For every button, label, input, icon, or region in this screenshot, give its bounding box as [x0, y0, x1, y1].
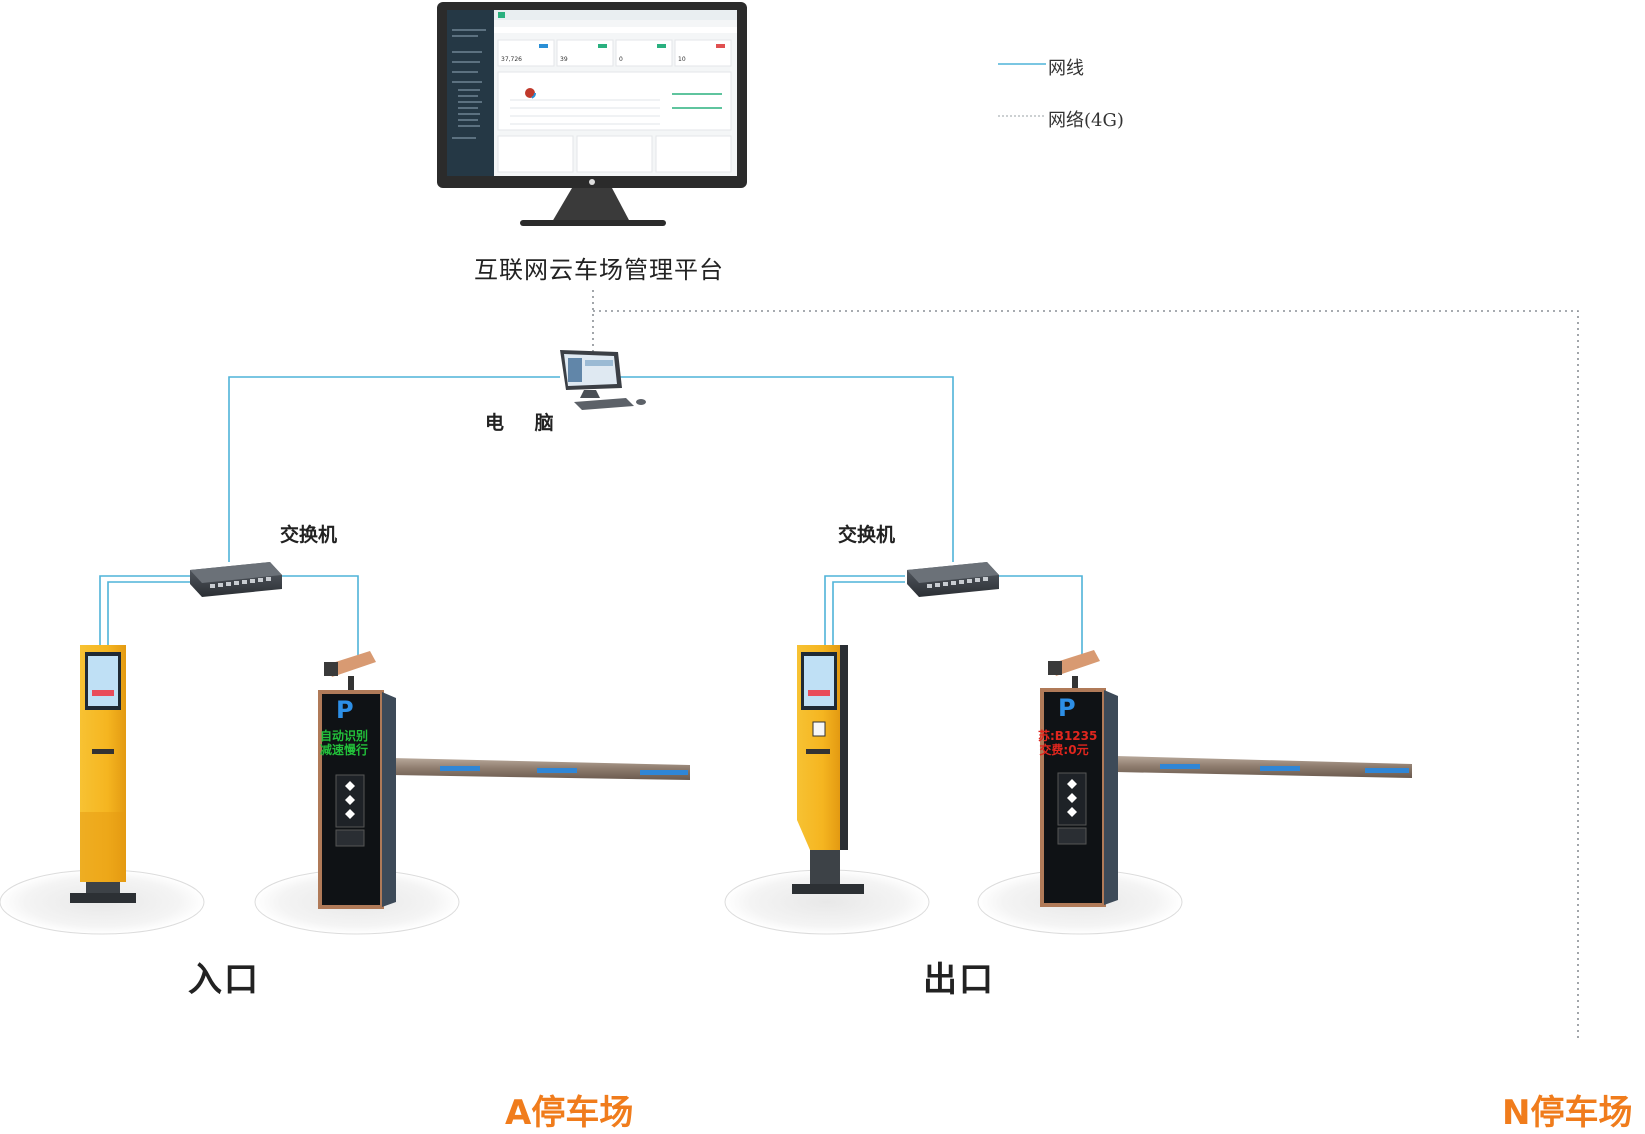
- exit-barrier-gate: [1040, 650, 1412, 907]
- entrance-ticket-kiosk: [70, 645, 136, 903]
- floor-shadows: [0, 869, 1183, 935]
- link-platform-lot-n: [593, 310, 1579, 1040]
- entrance-led-display: 自动识别 减速慢行: [318, 729, 370, 757]
- exit-led-display: 苏:B1235 交费:0元: [1038, 729, 1098, 757]
- network-cables: [99, 376, 1083, 655]
- screen-topbar: [494, 10, 737, 20]
- camera-icon: [324, 651, 376, 692]
- platform-monitor: 37,726 39 0 10: [437, 2, 747, 226]
- entrance-led-line-2: 减速慢行: [319, 743, 368, 757]
- lot-n-label: N停车场: [1502, 1093, 1633, 1133]
- entrance-label: 入口: [188, 960, 260, 1000]
- cable-pc-switch-a: [228, 376, 560, 562]
- parking-sign-entrance: P: [336, 696, 354, 724]
- pc-label: 电 脑: [485, 412, 566, 434]
- legend-network-cable-label: 网线: [1048, 58, 1084, 79]
- exit-led-line-2: 交费:0元: [1039, 743, 1089, 757]
- entrance-led-line-1: 自动识别: [319, 729, 368, 743]
- stat-card-1: 37,726: [501, 56, 522, 63]
- legend: [998, 63, 1046, 117]
- cable-switch-b-camera: [990, 575, 1083, 655]
- camera-icon: [1048, 650, 1100, 692]
- stat-card-3: 0: [619, 56, 623, 63]
- cable-switch-a-kiosk-2: [107, 581, 196, 645]
- monitor-stand: [552, 188, 630, 222]
- monitor-base: [520, 220, 666, 226]
- exit-label: 出口: [923, 960, 995, 1000]
- screen-chart-panel: [497, 71, 732, 131]
- switch-b: [907, 562, 999, 597]
- keyboard-icon: [574, 398, 634, 410]
- screen-sidebar-items: [452, 29, 486, 139]
- switch-a-label: 交换机: [280, 524, 338, 546]
- cable-switch-a-kiosk: [99, 575, 196, 645]
- network-4g-links: [592, 290, 1579, 1040]
- exit-payment-kiosk: [792, 645, 864, 894]
- switch-a: [190, 562, 282, 597]
- screen-sidebar: [447, 10, 494, 176]
- cable-switch-b-kiosk: [824, 575, 905, 645]
- entrance-barrier-gate: [318, 651, 690, 909]
- pc-computer: [560, 350, 646, 410]
- platform-title: 互联网云车场管理平台: [474, 256, 724, 284]
- exit-led-line-1: 苏:B1235: [1038, 729, 1098, 743]
- cable-pc-switch-b: [610, 376, 954, 562]
- stat-card-4: 10: [678, 56, 686, 63]
- legend-network-4g-label: 网络(4G): [1048, 110, 1124, 131]
- cable-switch-b-kiosk-2: [832, 581, 905, 645]
- stat-card-2: 39: [560, 56, 568, 63]
- screen-stat-cards: 37,726 39 0 10: [497, 39, 732, 67]
- lot-a-label: A停车场: [505, 1093, 634, 1133]
- switch-b-label: 交换机: [838, 524, 896, 546]
- cable-switch-a-camera: [272, 575, 359, 655]
- parking-sign-exit: P: [1058, 694, 1076, 722]
